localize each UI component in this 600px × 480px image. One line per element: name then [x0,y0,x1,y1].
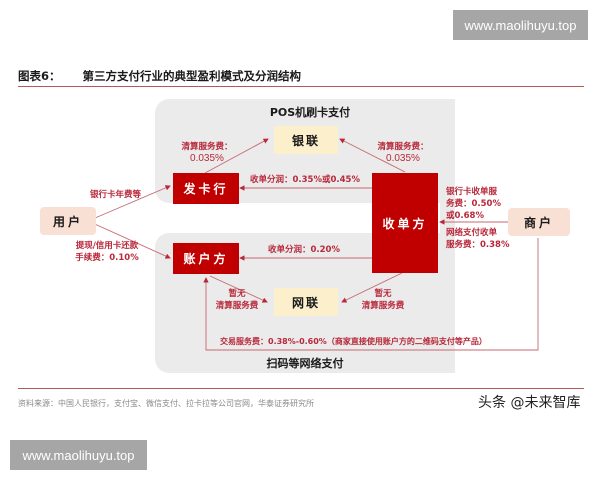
node-issuer: 发卡行 [173,173,239,204]
title-divider [18,86,584,87]
label-user-issuer: 银行卡年费等 [90,190,142,200]
footer-divider [18,388,584,389]
node-user: 用户 [40,207,96,235]
node-account-party: 账户方 [173,243,239,274]
label-acquirer-unionpay: 清算服务费： 0.035% [366,141,440,165]
label-acquirer-account: 收单分润：0.20% [268,245,340,255]
panel-connector [440,99,455,373]
label-card-line1: 银行卡收单服 [446,187,498,197]
label-issuer-unionpay-line2: 0.035% [190,153,224,164]
source-note: 资料来源：中国人民银行，支付宝、微信支付、拉卡拉等公司官网，华泰证券研究所 [18,399,314,408]
label-merchant-acquirer-net: 网络支付收单 服务费：0.38% [446,227,510,251]
label-issuer-unionpay-line1: 清算服务费： [181,142,233,152]
figure-title: 图表6： 第三方支付行业的典型盈利模式及分润结构 [18,68,301,84]
label-acquirer-issuer: 收单分润：0.35%或0.45% [250,175,360,185]
label-account-netsunion-line2: 清算服务费 [215,301,259,311]
label-user-account-line1: 提现/信用卡还款 [75,241,139,251]
label-user-account: 提现/信用卡还款 手续费：0.10% [66,240,148,264]
watermark-bottom-left: www.maolihuyu.top [10,440,147,470]
label-issuer-unionpay: 清算服务费： 0.035% [170,141,244,165]
label-account-netsunion: 暂无 清算服务费 [206,288,268,312]
label-user-account-line2: 手续费：0.10% [75,253,139,263]
label-acquirer-unionpay-line2: 0.035% [386,153,420,164]
label-merchant-acquirer-card: 银行卡收单服 务费：0.50% 或0.68% [446,186,501,222]
brand-watermark: 头条 @未来智库 [478,395,581,411]
scan-section-label: 扫码等网络支付 [266,357,344,370]
label-acquirer-netsunion-line2: 清算服务费 [361,301,405,311]
label-net-line1: 网络支付收单 [446,228,498,238]
node-acquirer: 收单方 [372,173,438,273]
label-acquirer-netsunion: 暂无 清算服务费 [352,288,414,312]
label-acquirer-unionpay-line1: 清算服务费： [377,142,429,152]
label-merchant-account: 交易服务费：0.38%-0.60%（商家直接使用账户方的二维码支付等产品） [220,337,487,346]
figure-title-text: 第三方支付行业的典型盈利模式及分润结构 [82,69,302,83]
node-merchant: 商户 [508,208,570,236]
label-net-line2: 服务费：0.38% [446,240,510,250]
watermark-top-right: www.maolihuyu.top [453,10,588,40]
pos-section-label: POS机刷卡支付 [269,106,351,119]
node-netsunion: 网联 [274,288,338,316]
label-account-netsunion-line1: 暂无 [228,289,246,299]
node-unionpay: 银联 [274,126,338,154]
label-card-line3: 或0.68% [446,211,484,221]
figure-number: 图表6： [18,69,61,83]
label-card-line2: 务费：0.50% [446,199,501,209]
label-acquirer-netsunion-line1: 暂无 [374,289,392,299]
